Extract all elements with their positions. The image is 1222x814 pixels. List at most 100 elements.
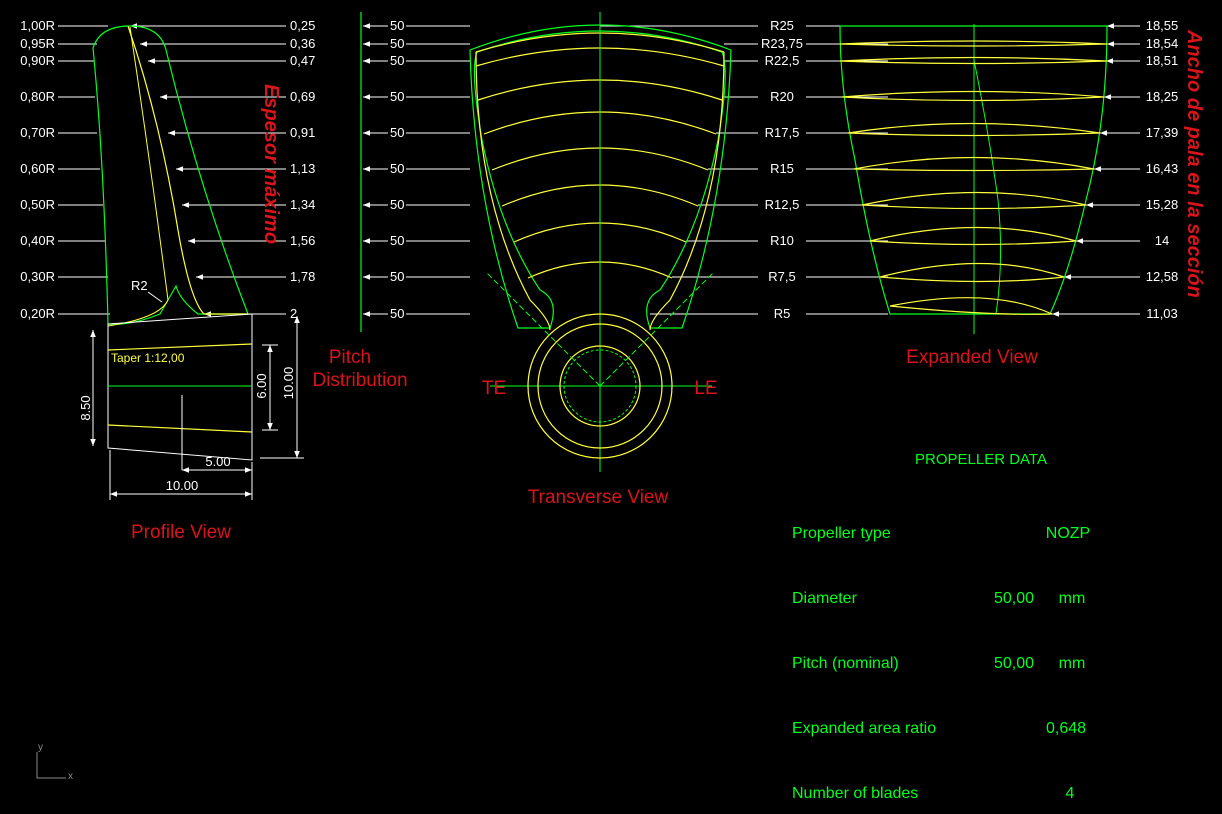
blade-profile-outline <box>92 25 249 325</box>
propeller-data-value: 0,648 <box>1046 720 1086 737</box>
radius-label: 0,60R <box>20 161 55 176</box>
expanded-max-thickness-line <box>973 59 1002 315</box>
pitch-value: 50 <box>390 18 404 33</box>
thickness-value: 1,13 <box>290 161 315 176</box>
transverse-radius-label: R20 <box>770 89 794 104</box>
propeller-data-label: Expanded area ratio <box>792 720 936 737</box>
pitch-title-line1: Pitch <box>329 347 371 368</box>
transverse-radius-label: R25 <box>770 18 794 33</box>
chord-labels: 18,5518,5418,5118,2517,3916,4315,281412,… <box>1146 18 1179 321</box>
hub-dimensions <box>90 316 304 500</box>
thickness-value: 0,25 <box>290 18 315 33</box>
fillet-leader <box>147 291 163 303</box>
hub-middle-ring <box>537 323 663 449</box>
profile-leader-lines <box>58 23 286 317</box>
hub-section-outline <box>107 313 253 461</box>
transverse-view: R25R23,75R22,5R20R17,5R15R12,5R10R7,5R5 … <box>469 12 888 508</box>
hub-bore-inner-ring <box>563 349 637 423</box>
profile-view-title: Profile View <box>131 522 231 543</box>
thickness-value: 1,34 <box>290 197 315 212</box>
transverse-radius-label: R10 <box>770 233 794 248</box>
hub-outer-ring <box>527 313 673 459</box>
blade-camber-line <box>127 25 248 315</box>
pitch-leader-lines <box>363 23 470 317</box>
propeller-data-label: Pitch (nominal) <box>792 655 899 672</box>
expanded-view: 18,5518,5418,5118,2517,3916,4315,281412,… <box>839 18 1205 368</box>
transverse-radius-label: R12,5 <box>765 197 800 212</box>
expanded-sections <box>839 40 1108 315</box>
taper-label: Taper 1:12,00 <box>111 351 185 365</box>
thickness-value: 1,56 <box>290 233 315 248</box>
ucs-y-label: y <box>38 742 43 753</box>
radius-label: 1,00R <box>20 18 55 33</box>
pitch-value: 50 <box>390 89 404 104</box>
propeller-data-heading: PROPELLER DATA <box>915 451 1047 468</box>
te-construction-line <box>485 271 601 387</box>
chord-value: 11,03 <box>1146 306 1178 321</box>
hub-length-inner-dim: 6.00 <box>254 373 269 398</box>
transverse-radius-label: R5 <box>774 306 791 321</box>
radius-label: 0,30R <box>20 269 55 284</box>
transverse-radius-label: R7,5 <box>768 269 795 284</box>
pitch-value: 50 <box>390 161 404 176</box>
radius-label: 0,90R <box>20 53 55 68</box>
pitch-value: 50 <box>390 53 404 68</box>
transverse-radius-label: R22,5 <box>765 53 800 68</box>
le-construction-line <box>599 271 715 387</box>
transverse-view-title: Transverse View <box>528 487 669 508</box>
propeller-data-value: NOZP <box>1046 525 1090 542</box>
chord-value: 12,58 <box>1146 269 1179 284</box>
pitch-value: 50 <box>390 269 404 284</box>
radius-label: 0,70R <box>20 125 55 140</box>
pitch-value: 50 <box>390 36 404 51</box>
pitch-value: 50 <box>390 125 404 140</box>
blade-inner-line <box>107 26 169 327</box>
hub-width-full-dim: 10.00 <box>166 478 199 493</box>
chord-value: 14 <box>1155 233 1169 248</box>
radius-label: 0,95R <box>20 36 55 51</box>
transverse-radius-label: R17,5 <box>765 125 800 140</box>
radius-labels: 1,00R 0,95R 0,90R 0,80R 0,70R 0,60R 0,50R 0,40R… <box>20 18 55 321</box>
fillet-radius-label: R2 <box>131 278 148 293</box>
ucs-icon: y x <box>36 742 73 782</box>
transverse-radius-arcs <box>475 32 725 331</box>
hub-length-outer-dim: 10.00 <box>281 367 296 400</box>
thickness-value: 1,78 <box>290 269 315 284</box>
hub-length-left-dim: 8.50 <box>78 395 93 420</box>
pitch-value: 50 <box>390 233 404 248</box>
thickness-value: 0,91 <box>290 125 315 140</box>
propeller-data-label: Diameter <box>792 590 858 607</box>
transverse-leader-lines <box>600 25 888 315</box>
transverse-radius-label: R15 <box>770 161 794 176</box>
chord-value: 15,28 <box>1146 197 1179 212</box>
thickness-value: 2 <box>290 306 297 321</box>
chord-value: 18,51 <box>1146 53 1179 68</box>
propeller-data-value: 50,00 <box>994 590 1034 607</box>
radius-label: 0,40R <box>20 233 55 248</box>
thickness-value: 0,47 <box>290 53 315 68</box>
profile-view: 1,00R 0,95R 0,90R 0,80R 0,70R 0,60R 0,50R 0,40R… <box>20 18 315 543</box>
transverse-radius-label: R23,75 <box>761 36 803 51</box>
propeller-data-label: Number of blades <box>792 785 918 802</box>
propeller-data-value: 50,00 <box>994 655 1034 672</box>
propeller-data-unit: mm <box>1059 655 1086 672</box>
width-axis-label: Ancho de pala en la sección <box>1183 29 1205 298</box>
ucs-x-label: x <box>68 771 73 782</box>
chord-value: 16,43 <box>1146 161 1179 176</box>
propeller-data-unit: mm <box>1059 590 1086 607</box>
pitch-value: 50 <box>390 197 404 212</box>
hub-taper-line-top <box>107 343 253 351</box>
radius-label: 0,80R <box>20 89 55 104</box>
hub-taper-line-bottom <box>107 424 253 433</box>
propeller-data-value: 4 <box>1066 785 1075 802</box>
thickness-value: 0,69 <box>290 89 315 104</box>
radius-label: 0,50R <box>20 197 55 212</box>
expanded-leader-lines <box>1052 23 1140 317</box>
chord-value: 18,54 <box>1146 36 1179 51</box>
pitch-title-line2: Distribution <box>312 370 407 391</box>
chord-value: 18,25 <box>1146 89 1179 104</box>
